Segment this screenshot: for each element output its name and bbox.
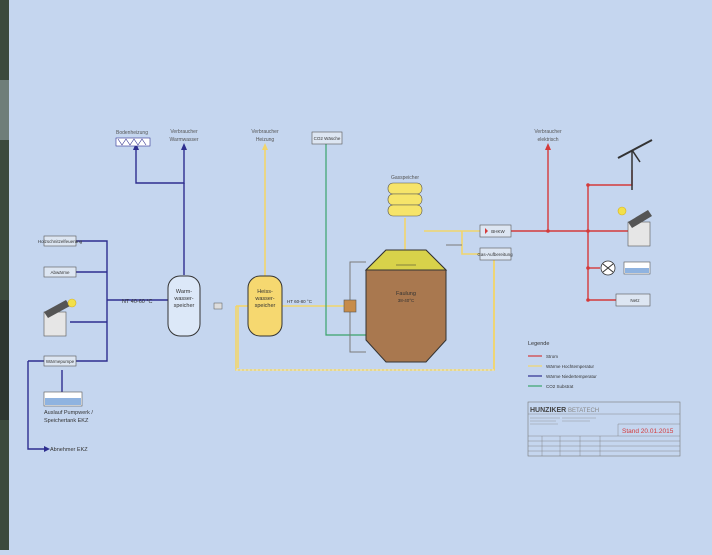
bhkw-label: BHKW xyxy=(491,229,505,234)
company-name: HUNZIKER xyxy=(530,407,566,414)
verbraucher-heizung-label-2: Heizung xyxy=(256,137,275,143)
hochtemperatur-pipes xyxy=(235,150,495,371)
niedertemperatur-arrow xyxy=(44,446,50,452)
bodenheizung-label: Bodenheizung xyxy=(116,130,148,136)
warmwasser-speicher-label: speicher xyxy=(174,303,195,309)
gasspeicher-label: Gasspeicher xyxy=(391,175,419,181)
solar-collector-icon xyxy=(43,298,77,337)
hydro-turbine-icon xyxy=(600,260,651,276)
niedertemperatur-arrow xyxy=(133,143,139,150)
strom-arrow xyxy=(545,143,551,150)
co2-waesche-box xyxy=(311,131,343,145)
legend-label-0: Strom xyxy=(546,354,558,359)
holzschnitzel-box xyxy=(43,235,77,247)
stand-date: Stand 20.01.2015 xyxy=(622,428,674,435)
strom-lines xyxy=(511,150,633,301)
verbraucher-elektrisch-label: Verbraucher xyxy=(534,129,562,135)
background-photo-strip xyxy=(0,0,9,550)
co2-pipes xyxy=(325,144,366,336)
company-suffix: BETATECH xyxy=(568,408,599,414)
verbraucher-warmwasser-label: Verbraucher xyxy=(170,129,198,135)
warmwasser-speicher-label: wasser- xyxy=(173,296,193,302)
legend: Legende Strom Wärme Hochtemperatur Wärme… xyxy=(528,341,597,389)
valve-icon xyxy=(213,302,223,310)
netz-label: Netz xyxy=(630,298,640,303)
co2-waesche-label: CO2 Wäsche xyxy=(314,136,341,141)
legend-label-3: CO2 Substrat xyxy=(546,384,574,389)
verbraucher-heizung-label: Verbraucher xyxy=(251,129,279,135)
heisswasser-speicher-label: Heiss- xyxy=(257,289,273,295)
heisswasser-speicher-label: speicher xyxy=(255,303,276,309)
auslauf-label-1: Auslauf Pumpwerk / xyxy=(44,410,93,416)
strom-symbol-icon xyxy=(485,228,488,234)
abwaerme-box xyxy=(43,266,77,278)
nt-temperature-label: NT 40-60 °C xyxy=(122,299,153,305)
heisswasser-speicher xyxy=(247,275,283,337)
wind-turbine-icon xyxy=(617,139,653,190)
faulung-label: Faulung xyxy=(396,291,416,297)
niedertemperatur-arrow xyxy=(181,143,187,150)
water-reservoir-icon xyxy=(43,391,83,407)
gas-aufbereitung-box xyxy=(479,247,512,261)
waermepumpe-box xyxy=(43,355,77,367)
holzschnitzel-label: Holzschnitzelfeuerung xyxy=(38,239,83,244)
heisswasser-speicher-label: wasser- xyxy=(254,296,274,302)
waermepumpe-label: Wärmepumpe xyxy=(46,359,75,364)
solar-pv-icon xyxy=(617,206,652,247)
ht-temperature-label: HT 60-80 °C xyxy=(287,299,313,304)
background-photo-strip xyxy=(0,300,9,420)
warmwasser-speicher-label: Warm- xyxy=(176,289,192,295)
verbraucher-warmwasser-label-2: Warmwasser xyxy=(170,137,199,143)
abwaerme-label: Abwärme xyxy=(50,270,70,275)
auslauf-label-2: Speichertank EKZ xyxy=(44,418,89,424)
verbraucher-elektrisch-label-2: elektrisch xyxy=(537,137,558,143)
niedertemperatur-pipes xyxy=(27,150,185,450)
background-photo-strip xyxy=(0,80,9,140)
faulung-digester xyxy=(364,249,448,363)
warmwasser-speicher xyxy=(167,275,201,337)
hochtemperatur-arrow xyxy=(262,143,268,150)
bhkw-box xyxy=(479,224,512,238)
gasspeicher-icon xyxy=(387,182,423,217)
netz-box xyxy=(615,293,651,307)
gas-aufbereitung-label: Gas-Aufbereitung xyxy=(477,252,513,257)
heat-exchanger-icon xyxy=(343,299,357,313)
bodenheizung-icon xyxy=(115,137,151,147)
legend-label-2: Wärme Niedertemperatur xyxy=(546,374,597,379)
faulung-temp-label: 38-40°C xyxy=(398,298,415,303)
process-lines xyxy=(349,244,462,353)
abnehmer-label: Abnehmer EKZ xyxy=(50,447,88,453)
title-block: HUNZIKER BETATECH Stand 20.01.2015 xyxy=(527,401,681,457)
legend-label-1: Wärme Hochtemperatur xyxy=(546,364,595,369)
strom-junctions xyxy=(546,183,590,302)
bodenheizung-coil xyxy=(117,138,147,146)
legend-title: Legende xyxy=(528,341,549,347)
